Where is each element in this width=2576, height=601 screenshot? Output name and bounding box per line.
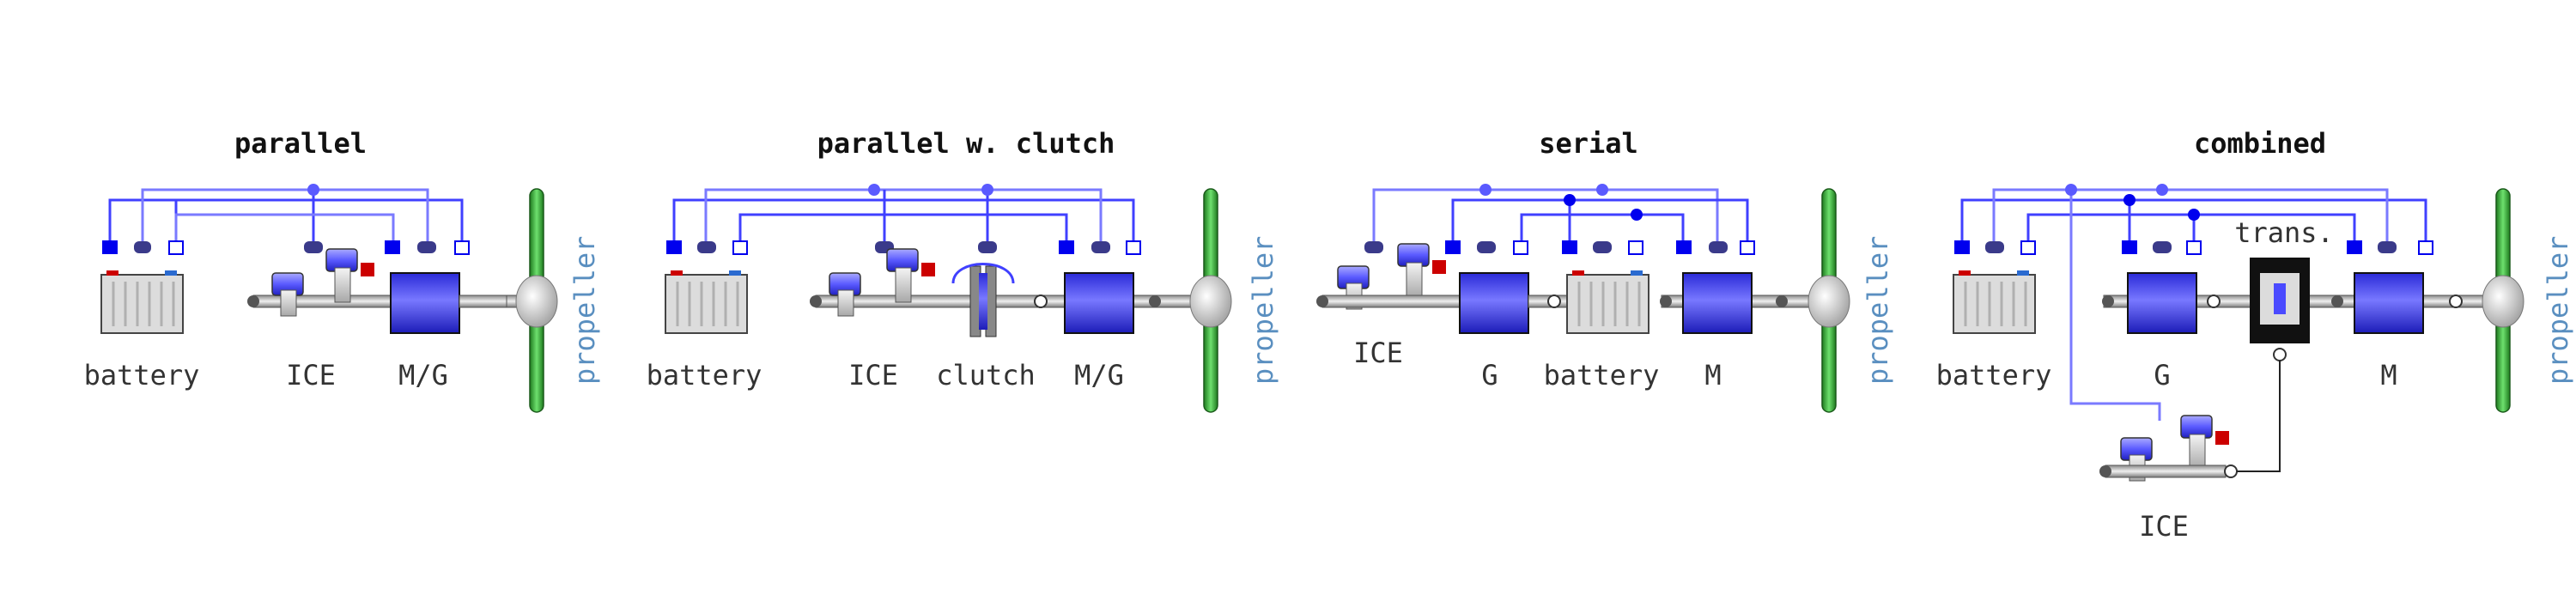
ice-icon — [271, 248, 374, 317]
electrical-bus — [1960, 184, 2427, 421]
bus-node — [307, 184, 319, 196]
ice-label: ICE — [1353, 337, 1403, 369]
ice-to-transmission-link — [2237, 361, 2281, 472]
motor-label: M — [2380, 359, 2397, 392]
motor-icon — [1682, 272, 1753, 334]
generator-label: G — [1481, 359, 1498, 392]
mg-label: M/G — [398, 359, 448, 392]
ice-label: ICE — [2139, 510, 2189, 543]
clutch-label: clutch — [936, 359, 1036, 392]
mg-label: M/G — [1074, 359, 1124, 392]
propeller-icon — [1189, 188, 1232, 413]
transmission-label: trans. — [2234, 216, 2334, 249]
shaft-flange — [247, 295, 259, 307]
battery-icon — [665, 270, 748, 334]
panel-title: combined — [2194, 127, 2326, 160]
transmission-icon — [2250, 258, 2310, 361]
panel-title: parallel w. clutch — [817, 127, 1115, 160]
electrical-bus — [672, 184, 1135, 245]
propeller-icon — [1807, 188, 1850, 413]
ice-icon — [829, 248, 935, 317]
panel-title: parallel — [234, 127, 367, 160]
connectors — [1364, 240, 1755, 255]
battery-icon — [1566, 270, 1649, 334]
battery-label: battery — [647, 359, 762, 392]
battery-label: battery — [1936, 359, 2052, 392]
motor-label: M — [1704, 359, 1721, 392]
battery-icon — [100, 270, 184, 334]
propeller-label: propeller — [568, 236, 601, 385]
panel-serial: serial — [1316, 127, 1894, 413]
propeller-label: propeller — [1862, 236, 1894, 385]
ice-label: ICE — [286, 359, 336, 392]
ice-icon — [2099, 415, 2238, 482]
motor-generator-icon — [1064, 272, 1134, 334]
generator-icon — [2127, 272, 2197, 334]
generator-label: G — [2154, 359, 2170, 392]
electrical-bus — [1372, 184, 1749, 245]
motor-icon — [2354, 272, 2424, 334]
propeller-icon — [2482, 188, 2524, 413]
connectors — [1954, 240, 2433, 255]
panel-combined: combined — [1936, 127, 2574, 543]
battery-label: battery — [1544, 359, 1660, 392]
panel-title: serial — [1539, 127, 1638, 160]
battery-icon — [1953, 270, 2036, 334]
panel-parallel: parallel — [84, 127, 601, 413]
panel-parallel-clutch: parallel w. clutch — [647, 127, 1279, 413]
ice-label: ICE — [848, 359, 898, 392]
battery-label: battery — [84, 359, 200, 392]
propeller-label: propeller — [1247, 236, 1279, 385]
propeller-label: propeller — [2542, 236, 2574, 385]
motor-generator-icon — [390, 272, 460, 334]
electrical-bus — [108, 184, 464, 245]
connectors — [102, 240, 470, 255]
generator-icon — [1459, 272, 1529, 334]
clutch-icon — [951, 263, 1048, 337]
propeller-icon — [515, 188, 558, 413]
